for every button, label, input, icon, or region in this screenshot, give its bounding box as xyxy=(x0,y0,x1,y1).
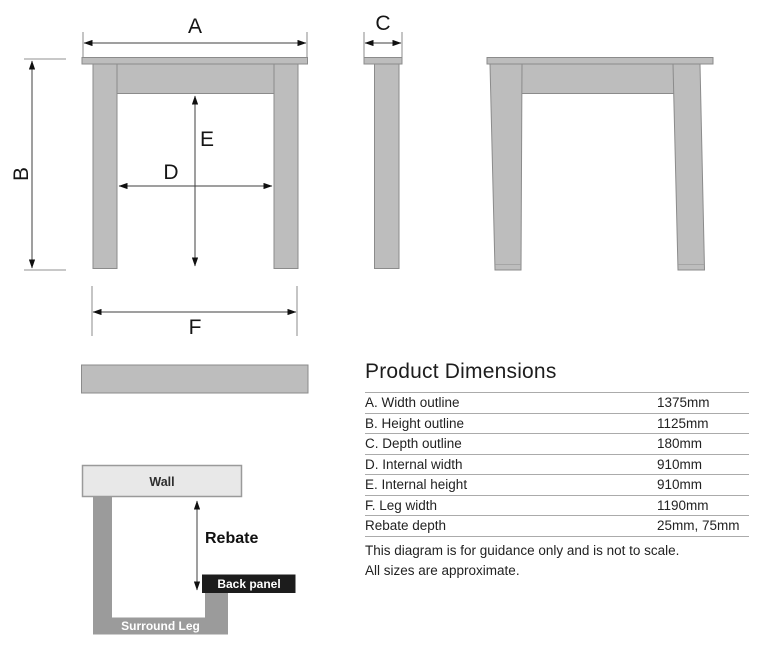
table-row: B. Height outline 1125mm xyxy=(365,412,749,434)
row-label: F. Leg width xyxy=(365,497,438,513)
front-header-panel xyxy=(116,63,275,94)
front-right-leg xyxy=(273,63,299,269)
dim-e: E xyxy=(191,95,214,267)
table-row: C. Depth outline 180mm xyxy=(365,433,749,454)
row-label: C. Depth outline xyxy=(365,436,462,451)
surround-leg-section xyxy=(93,496,228,635)
rebate-section-view: Wall Back panel Surround Leg Rebate xyxy=(81,464,296,635)
back-panel-label: Back panel xyxy=(217,577,280,591)
front-view xyxy=(81,57,308,269)
note-approximate: All sizes are approximate. xyxy=(365,562,520,578)
table-row: E. Internal height 910mm xyxy=(365,474,749,495)
row-value: 1190mm xyxy=(657,497,709,513)
dim-f-label: F xyxy=(189,316,202,339)
row-value: 1125mm xyxy=(657,415,709,431)
rebate-label: Rebate xyxy=(205,530,258,547)
table-row: F. Leg width 1190mm xyxy=(365,494,749,516)
row-label: D. Internal width xyxy=(365,456,463,472)
front-left-leg xyxy=(92,63,118,269)
table-row: A. Width outline 1375mm xyxy=(365,392,749,413)
dim-f: F xyxy=(91,286,298,339)
dim-c: C xyxy=(363,12,403,57)
dim-e-label: E xyxy=(200,128,214,151)
row-value: 910mm xyxy=(657,477,703,492)
side-leg xyxy=(374,63,400,269)
table-row: Rebate depth 25mm, 75mm xyxy=(365,515,749,536)
perspective-view xyxy=(486,57,714,271)
wall-label: Wall xyxy=(149,475,174,489)
perspective-header-panel xyxy=(517,63,677,94)
perspective-shelf xyxy=(486,57,714,65)
panel-title: Product Dimensions xyxy=(365,360,557,383)
wall-block xyxy=(81,464,243,498)
perspective-left-leg xyxy=(489,63,523,271)
row-value: 180mm xyxy=(657,436,703,451)
surround-leg-label: Surround Leg xyxy=(121,619,200,633)
row-value: 1375mm xyxy=(657,395,710,410)
front-shelf xyxy=(81,57,308,65)
row-value: 25mm, 75mm xyxy=(657,518,740,533)
row-label: B. Height outline xyxy=(365,415,465,431)
row-label: E. Internal height xyxy=(365,477,468,492)
note-not-to-scale: This diagram is for guidance only and is… xyxy=(365,542,680,558)
dim-b-label: B xyxy=(10,167,33,181)
back-panel-block xyxy=(202,574,296,593)
perspective-right-leg xyxy=(672,63,706,271)
product-dimensions-panel: Product Dimensions A. Width outline 1375… xyxy=(365,361,749,581)
table-row: D. Internal width 910mm xyxy=(365,453,749,475)
shelf-plan-view xyxy=(81,364,309,394)
dimensions-table: A. Width outline 1375mm B. Height outlin… xyxy=(365,392,749,537)
dim-d-label: D xyxy=(163,161,178,184)
side-view xyxy=(363,57,403,269)
dim-a: A xyxy=(82,15,308,57)
row-label: Rebate depth xyxy=(365,518,447,533)
dim-a-label: A xyxy=(188,15,202,38)
side-shelf xyxy=(363,57,403,65)
dim-c-label: C xyxy=(375,12,390,35)
row-label: A. Width outline xyxy=(365,395,460,410)
row-value: 910mm xyxy=(657,456,703,472)
dim-b: B xyxy=(10,58,66,271)
